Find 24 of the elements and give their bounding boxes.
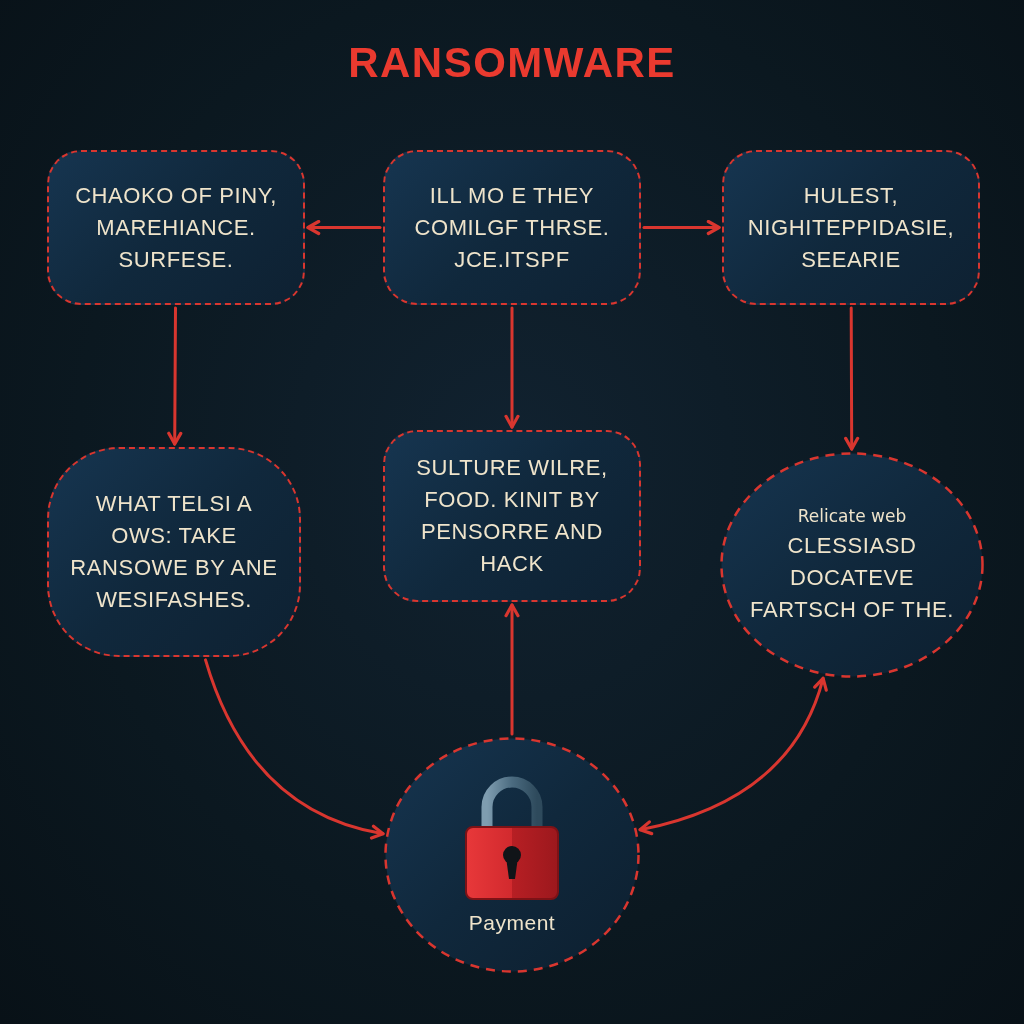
node-text: CHAOKO OF PINY, MAREHIANCE. SURFESE. <box>74 181 278 274</box>
dashed-circle <box>384 737 640 973</box>
arrow <box>306 219 382 236</box>
diagram-title: RANSOMWARE <box>348 38 676 88</box>
arrow <box>504 306 520 429</box>
dashed-rounded-box <box>722 150 980 305</box>
node-text: SULTURE WILRE, FOOD. KINIT BY PENSORRE AND HACK <box>415 454 609 578</box>
dashed-circle <box>720 452 984 678</box>
arrow <box>204 658 385 840</box>
dashed-rounded-box <box>47 150 305 305</box>
arrow <box>167 306 183 446</box>
arrow <box>642 219 721 236</box>
node-text: HULEST, NIGHITEPPIDASIE, SEEARIE <box>746 181 956 274</box>
arrow <box>638 676 828 835</box>
dashed-rounded-box <box>383 430 641 602</box>
arrow <box>504 603 520 736</box>
dashed-rounded-box <box>383 150 641 305</box>
dashed-rounded-box <box>47 447 301 657</box>
node-text: CLESSIASD DOCATEVE FARTSCH OF THE. <box>749 532 955 624</box>
node-text: ILL MO E THEY COMILGF THRSE. JCE.ITSPF <box>413 181 611 274</box>
arrow <box>844 306 860 451</box>
node-text: Relicate web <box>797 505 907 528</box>
node-text: Payment <box>468 910 556 936</box>
node-text: WHAT TELSI A OWS: TAKE RANSOWE BY ANE WESIFASHES. <box>69 490 279 614</box>
